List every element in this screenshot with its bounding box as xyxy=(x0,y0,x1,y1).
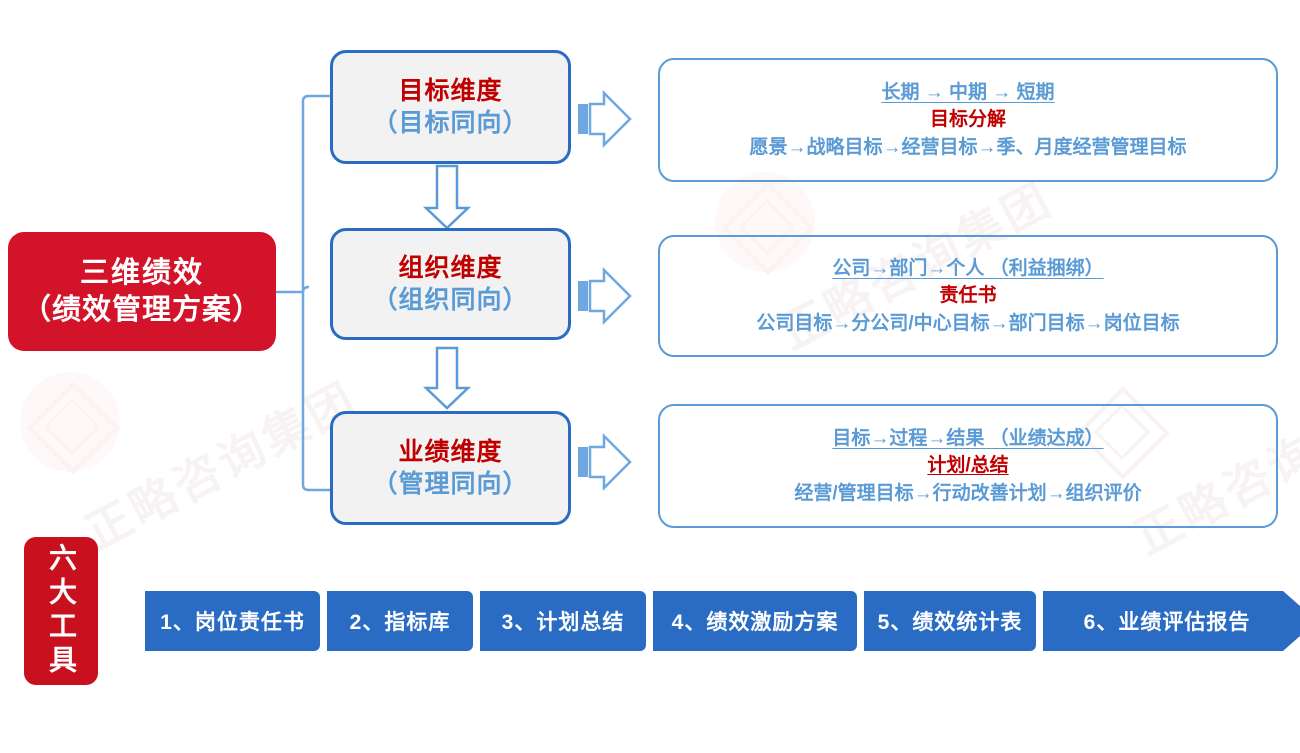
detail-line-3: 公司目标→分公司/中心目标→部门目标→岗位目标 xyxy=(756,312,1180,334)
dimension-box-goal[interactable]: 目标维度 （目标同向） xyxy=(330,50,571,164)
down-arrow-2-icon xyxy=(422,346,472,410)
detail-line-2: 责任书 xyxy=(939,285,997,307)
right-arrow-2-icon xyxy=(578,266,632,326)
master-concept-box[interactable]: 三维绩效 （绩效管理方案） xyxy=(8,232,276,351)
detail-line-1: 公司→部门→个人 （利益捆绑） xyxy=(832,257,1104,279)
detail-line-3: 愿景→战略目标→经营目标→季、月度经营管理目标 xyxy=(749,136,1187,158)
dimension-subtitle: （管理同向） xyxy=(372,470,529,498)
dimension-title: 业绩维度 xyxy=(398,437,503,466)
watermark-ring-icon xyxy=(26,381,120,475)
detail-line-1: 目标→过程→结果 （业绩达成） xyxy=(832,427,1104,449)
detail-line-3: 经营/管理目标→行动改善计划→组织评价 xyxy=(794,482,1142,504)
tool-chip-5[interactable]: 5、绩效统计表 xyxy=(864,591,1036,651)
tool-chip-2[interactable]: 2、指标库 xyxy=(327,591,473,651)
dimension-subtitle: （组织同向） xyxy=(372,286,529,314)
master-title: 三维绩效 xyxy=(79,257,204,290)
dimension-box-organization[interactable]: 组织维度 （组织同向） xyxy=(330,228,571,340)
down-arrow-1-icon xyxy=(422,164,472,230)
detail-line-1: 长期 → 中期 → 短期 xyxy=(881,81,1055,103)
tools-section-label: 六大工具 xyxy=(24,537,98,685)
master-subtitle: （绩效管理方案） xyxy=(21,293,262,326)
detail-panel-organization[interactable]: 公司→部门→个人 （利益捆绑） 责任书 公司目标→分公司/中心目标→部门目标→岗… xyxy=(658,235,1278,357)
tool-chip-6[interactable]: 6、业绩评估报告 xyxy=(1043,591,1300,651)
tool-chip-1[interactable]: 1、岗位责任书 xyxy=(145,591,320,651)
tool-chip-3[interactable]: 3、计划总结 xyxy=(480,591,646,651)
watermark-text: 正略咨询集团 xyxy=(76,372,367,560)
detail-panel-goal[interactable]: 长期 → 中期 → 短期 目标分解 愿景→战略目标→经营目标→季、月度经营管理目… xyxy=(658,58,1278,182)
dimension-box-performance[interactable]: 业绩维度 （管理同向） xyxy=(330,411,571,525)
detail-line-2: 目标分解 xyxy=(929,109,1006,131)
dimension-title: 目标维度 xyxy=(398,76,503,105)
detail-line-2: 计划/总结 xyxy=(927,455,1009,477)
watermark-ring-icon xyxy=(43,398,101,456)
bracket-connector xyxy=(276,94,330,492)
tool-chip-4[interactable]: 4、绩效激励方案 xyxy=(653,591,857,651)
dimension-title: 组织维度 xyxy=(398,253,503,282)
detail-panel-performance[interactable]: 目标→过程→结果 （业绩达成） 计划/总结 经营/管理目标→行动改善计划→组织评… xyxy=(658,404,1278,528)
right-arrow-1-icon xyxy=(578,89,632,149)
right-arrow-3-icon xyxy=(578,432,632,492)
dimension-subtitle: （目标同向） xyxy=(372,109,529,137)
watermark-circle-icon xyxy=(20,372,120,472)
